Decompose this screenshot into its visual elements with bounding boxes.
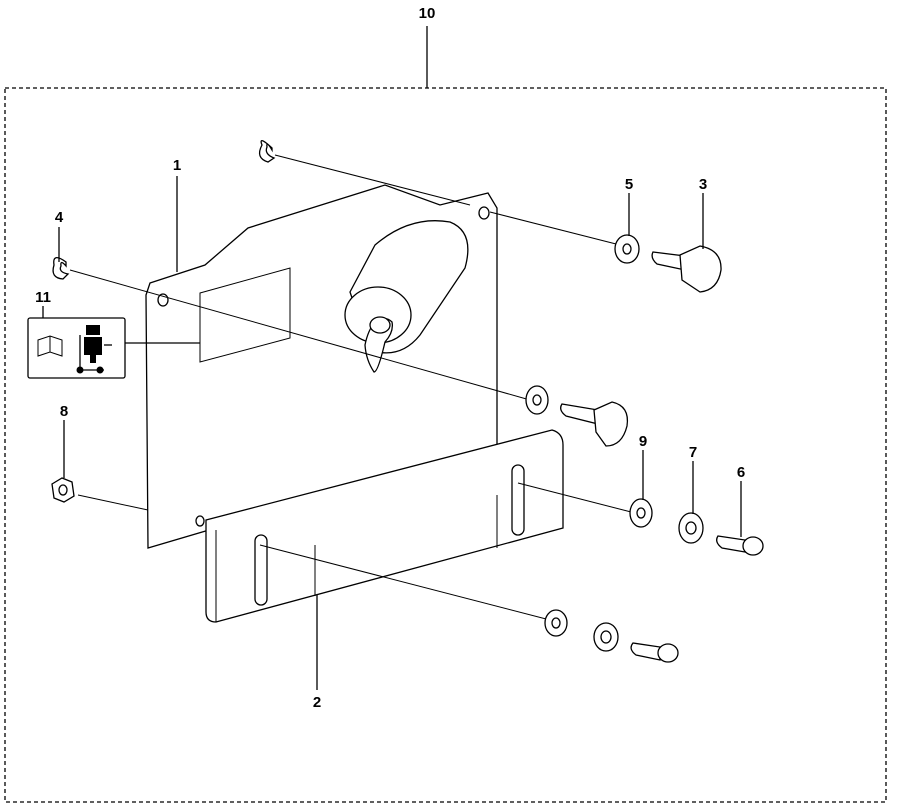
screw-6-head xyxy=(742,536,764,556)
knob-lower-shaft xyxy=(560,403,599,425)
assembly-line-nut xyxy=(77,494,149,511)
plate-hole-right xyxy=(478,206,490,220)
callout-1[interactable]: 1 xyxy=(173,157,181,174)
callout-4[interactable]: 4 xyxy=(55,209,64,226)
callout-2[interactable]: 2 xyxy=(313,694,321,711)
decal-book-icon xyxy=(37,335,63,357)
e-clip-top xyxy=(258,140,276,163)
assembly-line-eclip-left xyxy=(69,269,531,401)
washer-upper-hole xyxy=(622,243,632,255)
callout-3[interactable]: 3 xyxy=(699,176,707,193)
callout-11[interactable]: 11 xyxy=(35,289,51,306)
screw-6-shaft xyxy=(716,535,746,553)
assembly-line-upper-knob xyxy=(489,211,621,246)
callout-8[interactable]: 8 xyxy=(60,403,68,420)
callout-5[interactable]: 5 xyxy=(625,176,633,193)
cylinder-pin-head xyxy=(369,316,391,334)
washer-7-hole xyxy=(685,521,697,535)
assembly-line-eclip-top xyxy=(274,154,471,206)
slot-right xyxy=(511,464,525,536)
assembly-line-slot-left xyxy=(259,544,551,621)
decal-warning-label xyxy=(27,317,126,379)
washer-9-hole xyxy=(636,507,646,519)
decal-machine-icon xyxy=(76,325,112,374)
slotted-plate-pin xyxy=(195,515,205,527)
callout-7[interactable]: 7 xyxy=(689,444,697,461)
callout-6[interactable]: 6 xyxy=(737,464,745,481)
slot-left xyxy=(254,534,268,606)
knob-lower-head xyxy=(593,401,629,447)
knob-upper-shaft xyxy=(651,251,686,271)
assembly-line-slot-right xyxy=(517,482,636,514)
screw-slot-head xyxy=(657,643,679,663)
plate-label-area xyxy=(199,267,291,363)
nut-hole xyxy=(58,484,68,496)
callout-10[interactable]: 10 xyxy=(419,5,436,22)
e-clip-left xyxy=(52,257,70,280)
washer-lower-hole xyxy=(532,394,542,406)
slotted-plate-front xyxy=(205,429,564,623)
knob-upper-head xyxy=(679,245,722,293)
screw-slot-shaft xyxy=(630,642,661,661)
callout-9[interactable]: 9 xyxy=(639,433,647,450)
washer-slot-a-hole xyxy=(551,617,561,629)
washer-slot-b-hole xyxy=(600,630,612,644)
